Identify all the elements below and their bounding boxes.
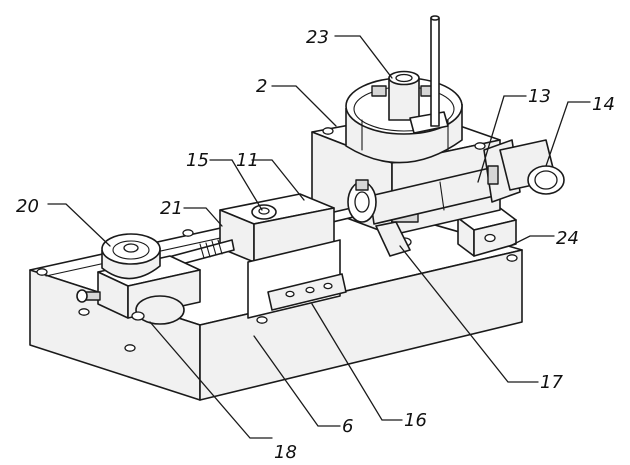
callout-labels: 23 2 13 14 15 11 20 21 24 17 16 6 18: [16, 27, 615, 463]
callout-13: 13: [528, 86, 551, 107]
callout-17: 17: [540, 372, 563, 393]
callout-2: 2: [256, 76, 267, 97]
callout-14: 14: [592, 94, 615, 115]
leader-14: [545, 101, 591, 167]
leader-lines: [47, 35, 591, 439]
leader-23: [334, 35, 393, 79]
callout-11: 11: [236, 150, 259, 171]
callout-24: 24: [556, 228, 579, 249]
support-block-24: [457, 207, 517, 257]
motor-coupling: [483, 139, 565, 203]
callout-20: 20: [16, 196, 39, 217]
leader-2: [271, 85, 337, 127]
leader-18: [149, 321, 273, 439]
leader-13: [477, 95, 527, 183]
callout-16: 16: [404, 410, 427, 431]
leader-20: [47, 203, 111, 247]
callout-18: 18: [274, 442, 297, 463]
leader-16: [311, 303, 403, 421]
rotary-holder: [76, 233, 201, 325]
leader-24: [509, 235, 555, 247]
leader-15: [209, 159, 263, 211]
leader-17: [399, 245, 539, 383]
callout-15: 15: [186, 150, 209, 171]
clamp-block: [219, 193, 347, 319]
callout-23: 23: [306, 27, 329, 48]
leader-11: [251, 159, 305, 201]
callout-6: 6: [342, 416, 353, 437]
pin-rod: [430, 15, 440, 127]
callout-21: 21: [160, 198, 183, 219]
leader-6: [253, 335, 341, 427]
leader-21: [183, 207, 223, 227]
